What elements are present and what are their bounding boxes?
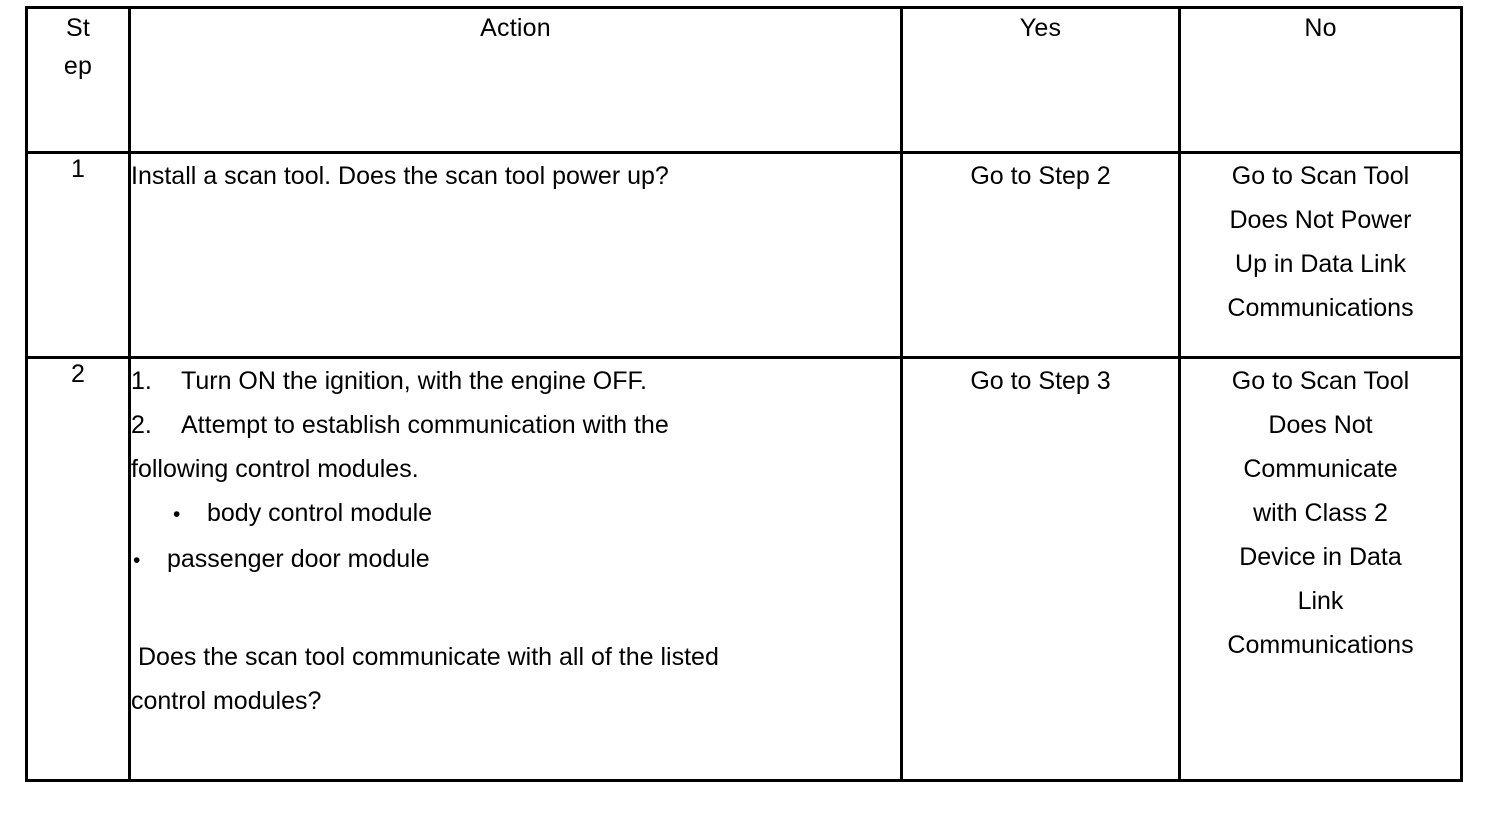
- column-header-step-line-1: St: [65, 14, 91, 42]
- no-text-line: Go to Scan Tool: [1231, 162, 1410, 190]
- column-header-action: Action: [128, 6, 903, 154]
- table-header: St ep Action Yes No: [25, 6, 1463, 154]
- no-text-line: Up in Data Link: [1235, 250, 1406, 278]
- list-marker: 1.: [131, 367, 152, 395]
- table-row: 2 1. Turn ON the ignition, with the engin…: [25, 356, 1463, 782]
- numbered-item-text: Attempt to establish communication with …: [181, 411, 669, 439]
- table-row: 1 Install a scan tool. Does the scan too…: [25, 151, 1463, 359]
- numbered-instruction-list: 1. Turn ON the ignition, with the engine …: [131, 359, 900, 491]
- diagnostic-step-table: St ep Action Yes No 1 Install a scan too…: [25, 6, 1463, 782]
- action-cell: 1. Turn ON the ignition, with the engine …: [128, 356, 903, 782]
- step-number-cell: 2: [25, 356, 131, 782]
- spacer: [131, 583, 900, 635]
- bullet-item-label: passenger door module: [167, 545, 430, 573]
- table-body: 1 Install a scan tool. Does the scan too…: [25, 151, 1463, 782]
- numbered-item-continuation: following control modules.: [131, 455, 419, 483]
- action-cell: Install a scan tool. Does the scan tool …: [128, 151, 903, 359]
- no-text-line: Link: [1297, 587, 1344, 615]
- action-question-line-1: Does the scan tool communicate with all …: [138, 643, 719, 671]
- header-row: St ep Action Yes No: [25, 6, 1463, 154]
- bullet-item-label: body control module: [207, 499, 433, 527]
- column-header-step: St ep: [25, 6, 131, 154]
- no-text-line: Go to Scan Tool: [1231, 367, 1410, 395]
- numbered-item-text: Turn ON the ignition, with the engine OF…: [181, 367, 647, 395]
- no-text-line: Does Not: [1268, 411, 1373, 439]
- bullet-icon: •: [173, 503, 181, 526]
- no-text-line: Communications: [1227, 294, 1414, 322]
- module-bullet-list: • body control module • passenger door mod…: [131, 491, 900, 583]
- list-item: • body control module: [131, 491, 900, 537]
- numbered-list-item: 1. Turn ON the ignition, with the engine …: [131, 359, 900, 403]
- action-question-line-2: control modules?: [131, 687, 322, 715]
- no-text-line: with Class 2: [1253, 499, 1388, 527]
- no-text-line: Does Not Power: [1229, 206, 1412, 234]
- column-header-no: No: [1178, 6, 1463, 154]
- yes-cell: Go to Step 3: [900, 356, 1181, 782]
- step-number-cell: 1: [25, 151, 131, 359]
- list-item: • passenger door module: [131, 537, 900, 583]
- no-text-line: Communications: [1227, 631, 1414, 659]
- column-header-yes: Yes: [900, 6, 1181, 154]
- list-marker: 2.: [131, 411, 152, 439]
- numbered-list-item: 2. Attempt to establish communication wit…: [131, 403, 900, 447]
- no-cell: Go to Scan Tool Does Not Power Up in Dat…: [1178, 151, 1463, 359]
- no-text-line: Device in Data: [1239, 543, 1402, 571]
- action-intro-text: Install a scan tool. Does the scan tool …: [131, 162, 669, 190]
- no-text-line: Communicate: [1243, 455, 1398, 483]
- column-header-step-line-2: ep: [63, 52, 93, 80]
- bullet-icon: •: [133, 549, 141, 572]
- no-cell: Go to Scan Tool Does Not Communicate wit…: [1178, 356, 1463, 782]
- yes-cell: Go to Step 2: [900, 151, 1181, 359]
